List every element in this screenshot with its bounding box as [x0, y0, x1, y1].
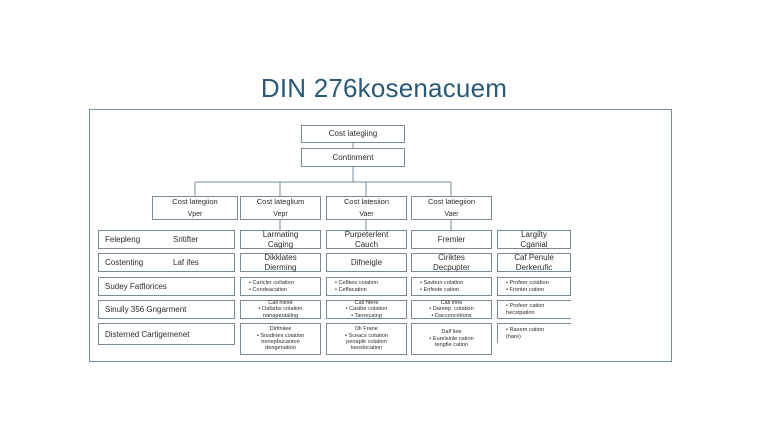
cell-r3-c1: • Caricler coilation• Condeacation [240, 277, 321, 296]
cell-r1-c3: Fremler [411, 230, 492, 249]
cell-r4-c2: Cali hfere• Casibe colation• Tanrecaing [326, 300, 407, 319]
row-label-1: Felepleng Sritifter [98, 230, 235, 249]
row-label-4: Sinully 356 Gngarment [98, 300, 235, 319]
cell-r3-c2: • Cefikes coiation• Ceffacation [326, 277, 407, 296]
top-box-2: Continment [301, 148, 405, 167]
cell-r5-c4: • Rasern cation(hare) [497, 323, 571, 343]
category-box-1: Cost lategiion Vper [152, 196, 238, 220]
cell-r3-c4: • Profeer colation• Fronter cation [497, 277, 571, 296]
row-label-2: Costenting Laf ifes [98, 253, 235, 272]
category-box-4: Cost latiegiion Vaer [411, 196, 492, 220]
row-label-5: Disterned Cartigemenet [98, 323, 235, 345]
top-box-1: Cost lategiing [301, 125, 405, 143]
cell-r3-c3: • Savbun colation• Enfeste cation [411, 277, 492, 296]
row-label-3: Sudey Fatflorices [98, 277, 235, 296]
diagram-title: DIN 276kosenacuem [260, 73, 508, 103]
diagram-frame [89, 109, 672, 362]
category-box-3: Cost latesiion Vaer [326, 196, 407, 220]
cell-r2-c2: Difneigle [326, 253, 407, 272]
category-box-2: Cost lateglium Vepr [240, 196, 321, 220]
cell-r4-c3: Cali inne• Dareep. cotation• Dacconcetio… [411, 300, 492, 319]
